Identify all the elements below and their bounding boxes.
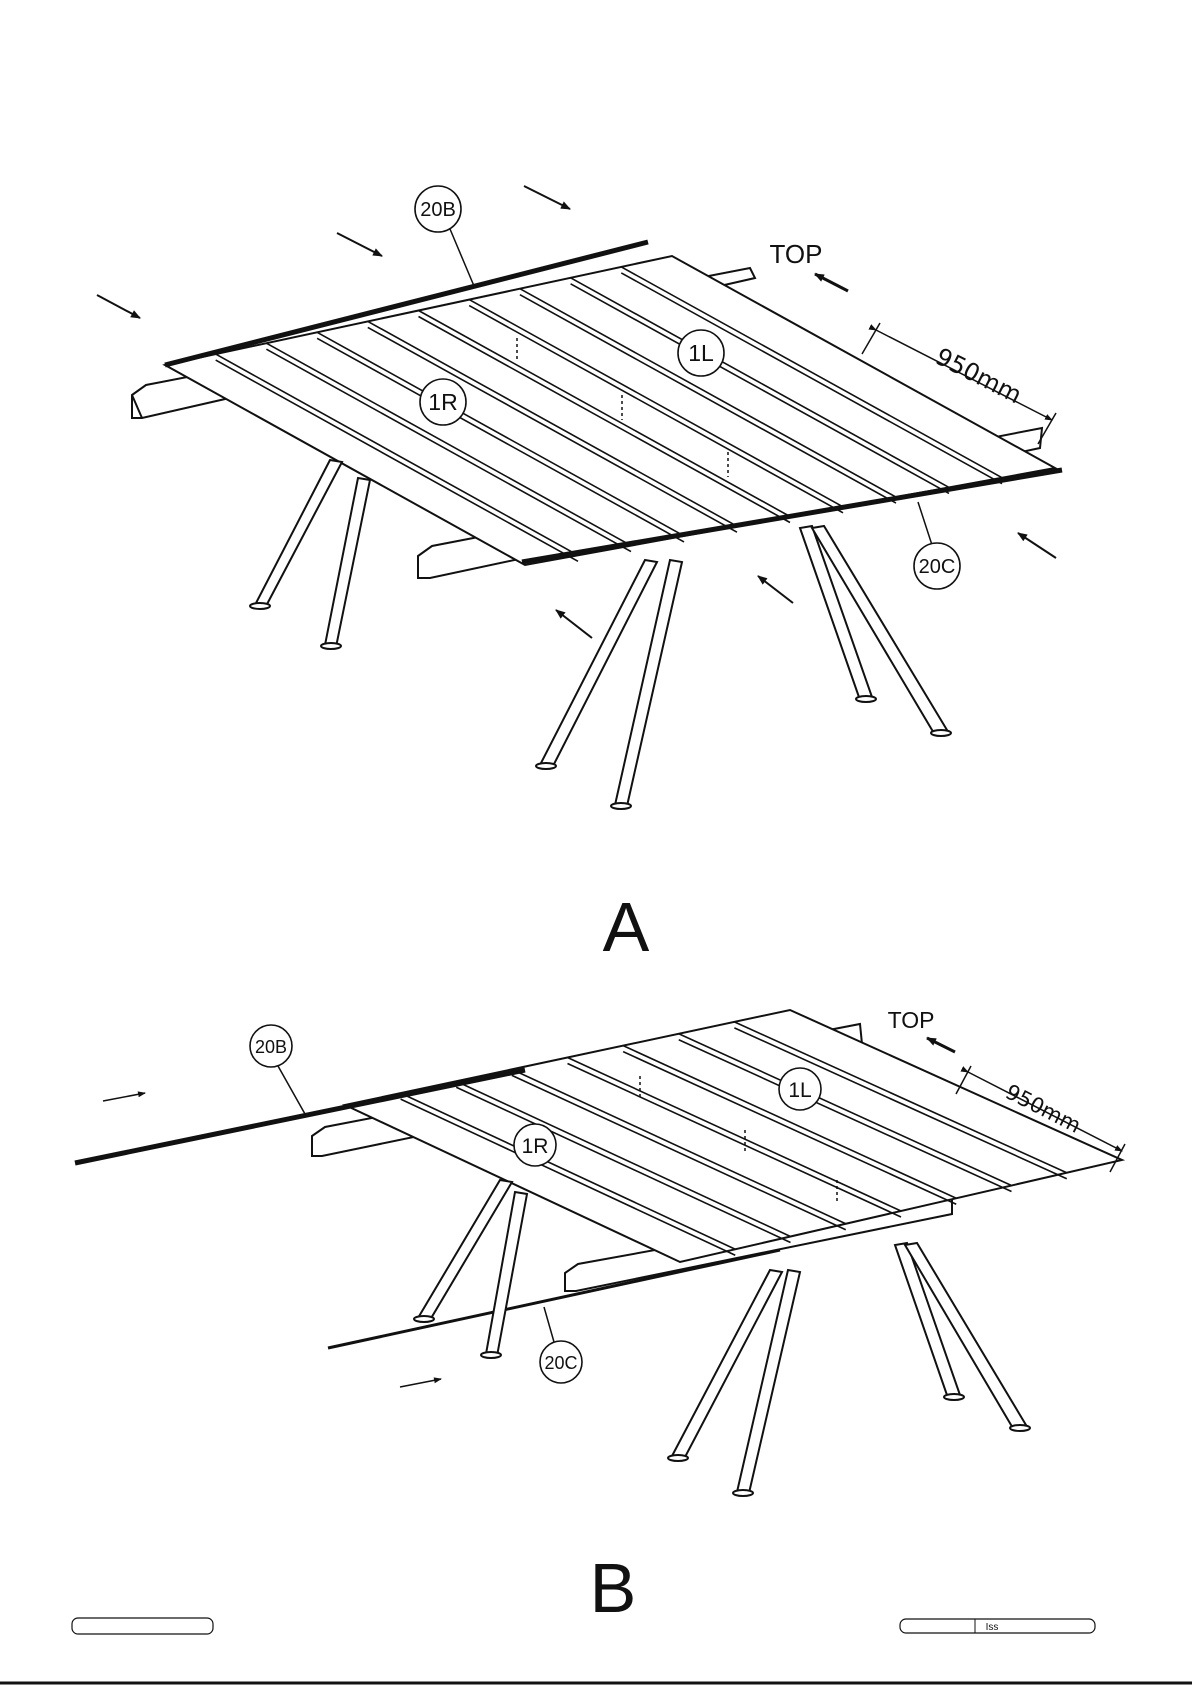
roof-sheet-panel xyxy=(165,256,1055,565)
arrow-icon xyxy=(400,1379,441,1387)
arrow-icon xyxy=(758,576,793,603)
callout-20c: 20C xyxy=(544,1353,577,1373)
arrow-icon xyxy=(1018,533,1056,558)
top-label: TOP xyxy=(770,239,823,269)
footer-issue-label: Iss xyxy=(986,1622,999,1633)
arrow-icon xyxy=(524,186,570,209)
dimension-label: 950mm xyxy=(931,342,1026,409)
footer: Iss xyxy=(72,1618,1095,1634)
callout-20b: 20B xyxy=(255,1037,287,1057)
callout-1r: 1R xyxy=(428,389,457,415)
callout-20c: 20C xyxy=(919,556,956,578)
figure-caption-a: A xyxy=(603,888,650,966)
gable-trim-front xyxy=(328,1250,780,1348)
callout-20b: 20B xyxy=(420,199,456,221)
figure-a xyxy=(97,186,1062,809)
callout-1l: 1L xyxy=(688,340,714,366)
top-arrow-icon xyxy=(927,1038,955,1052)
callout-1l: 1L xyxy=(788,1079,811,1102)
arrow-icon xyxy=(556,610,592,638)
top-label: TOP xyxy=(888,1007,935,1033)
figure-caption-b: B xyxy=(590,1549,637,1627)
arrow-icon xyxy=(337,233,382,256)
roof-sheet-panel xyxy=(345,1010,1122,1262)
figure-b xyxy=(75,1010,1125,1496)
arrow-icon xyxy=(97,295,140,318)
callout-1r: 1R xyxy=(522,1135,549,1158)
footer-left-box xyxy=(72,1618,213,1634)
top-arrow-icon xyxy=(815,274,848,291)
arrow-icon xyxy=(103,1093,145,1101)
